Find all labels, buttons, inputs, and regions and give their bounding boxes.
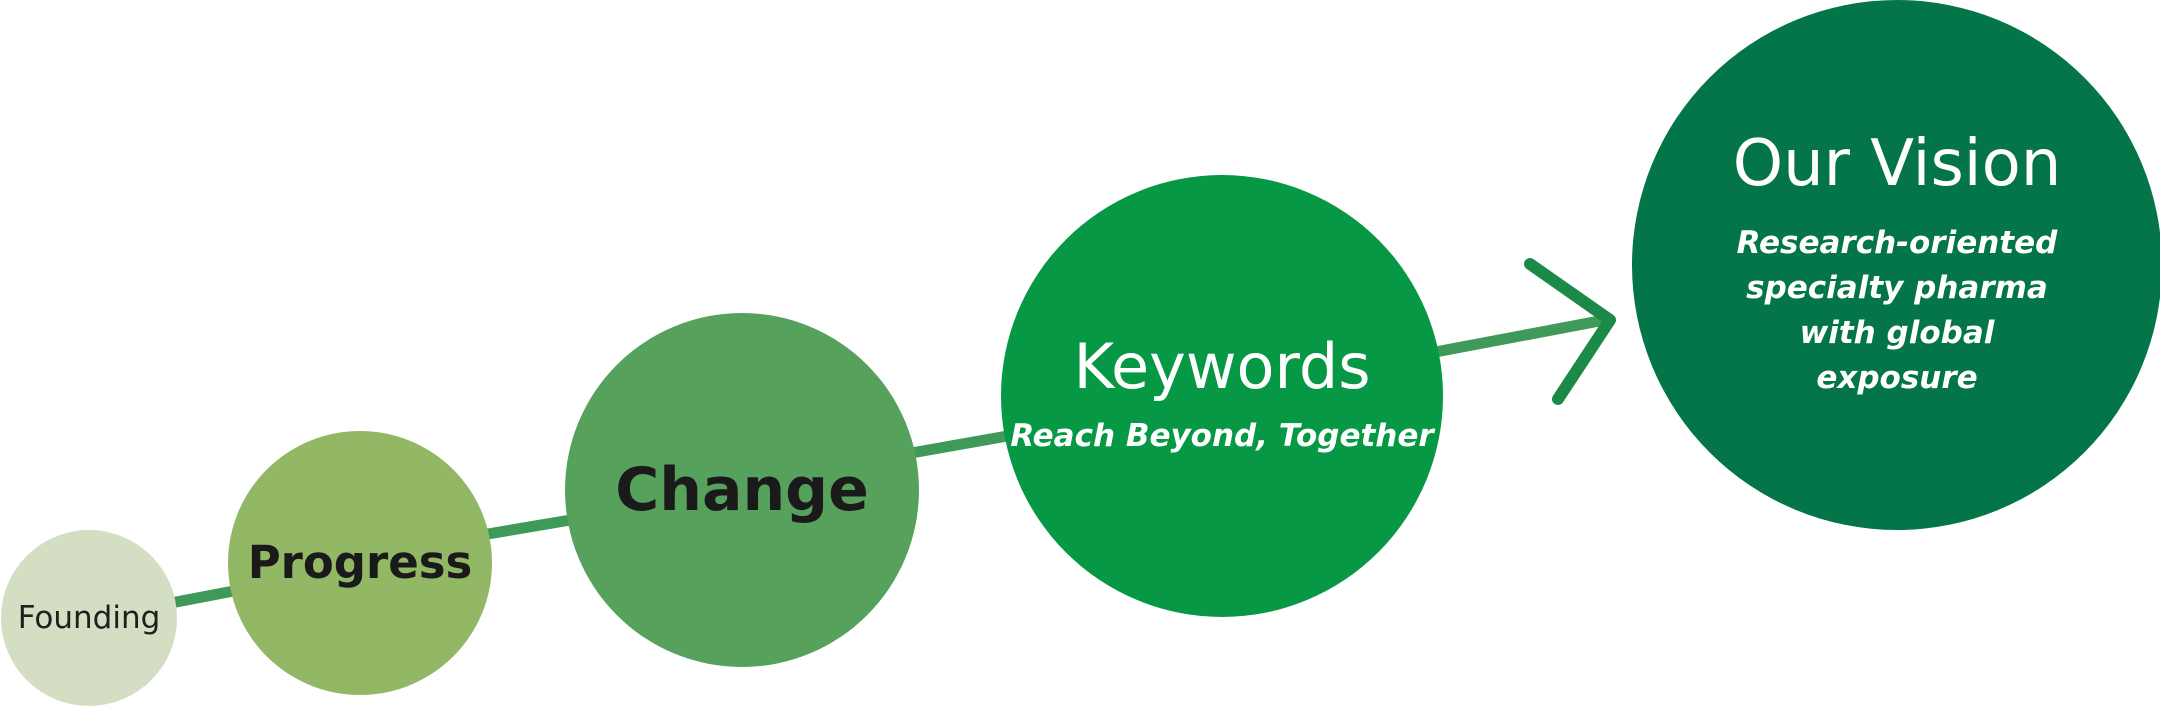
stage-progress-circle: Progress: [228, 431, 492, 695]
stage-keywords-title: Keywords: [1073, 329, 1371, 403]
stage-vision-subtitle: Research-oriented specialty pharma with …: [1736, 225, 2058, 397]
stage-founding-circle: Founding: [1, 530, 177, 706]
stage-change-title: Change: [615, 455, 869, 525]
stage-keywords-circle: Keywords Reach Beyond, Together: [1001, 175, 1443, 617]
connector-keywords-vision: [1428, 313, 1612, 359]
stage-progress-title: Progress: [247, 536, 473, 590]
stage-founding-title: Founding: [17, 599, 161, 636]
stage-change-circle: Change: [565, 313, 919, 667]
stage-vision-circle: Our Vision Research-oriented specialty p…: [1632, 0, 2160, 530]
stage-vision-title: Our Vision: [1732, 126, 2062, 201]
arrow-head: [1524, 258, 1616, 405]
stage-keywords-subtitle: Reach Beyond, Together: [1010, 417, 1434, 454]
